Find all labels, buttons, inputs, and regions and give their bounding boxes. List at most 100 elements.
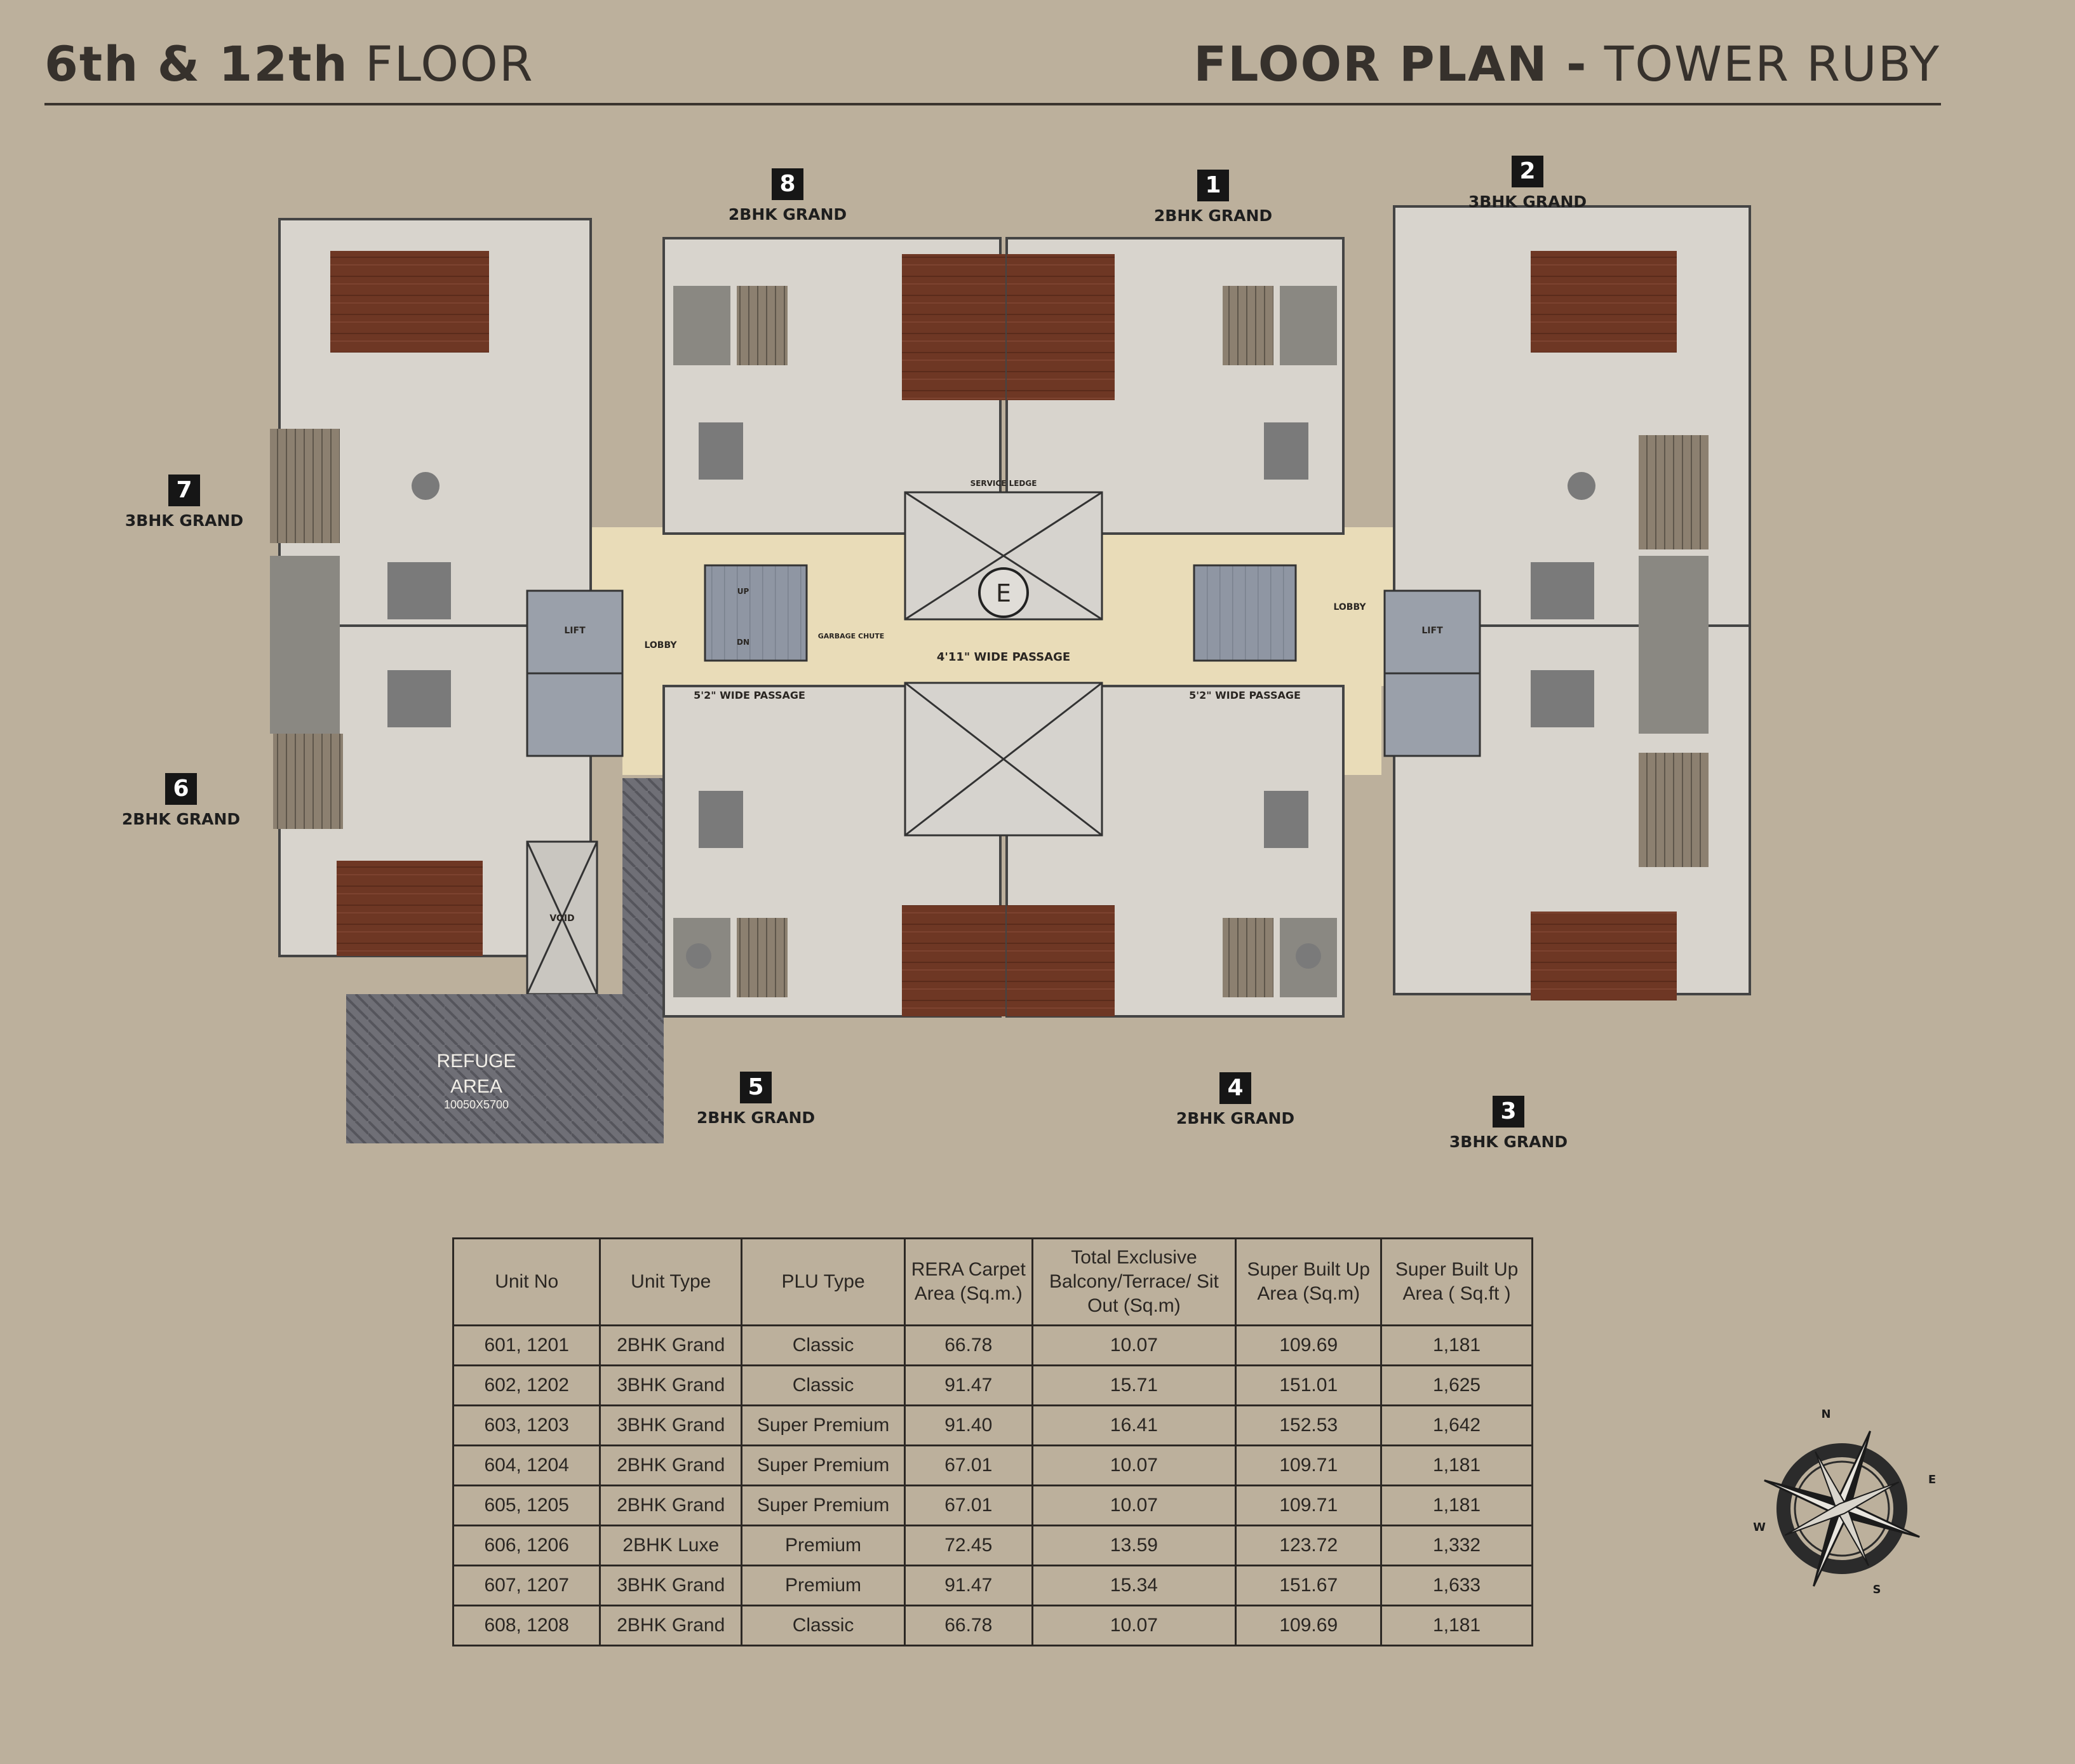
cell: 15.71 <box>1031 1364 1237 1406</box>
refuge-dim: 10050X5700 <box>444 1098 509 1111</box>
cell: 109.71 <box>1235 1444 1383 1486</box>
right-lift-label: LIFT <box>1421 626 1443 636</box>
unit-8-sloping-roof <box>737 286 788 365</box>
unit-label-7: 7 3BHK GRAND <box>114 475 254 530</box>
unit-type-7: 3BHK GRAND <box>124 511 244 530</box>
refuge-label-2: AREA <box>450 1076 502 1097</box>
unit-number-4: 4 <box>1219 1072 1251 1104</box>
floor-plan: 4'11" WIDE PASSAGE 5'2" WIDE PASSAGE 5'2… <box>122 156 1766 1153</box>
compass-west: W <box>1753 1521 1766 1534</box>
unit-5-bedroom-wood <box>902 905 1010 1016</box>
cell: 109.71 <box>1235 1485 1383 1526</box>
cell: 91.47 <box>903 1364 1033 1406</box>
unit-number-1: 1 <box>1197 170 1229 201</box>
center-passage-label: 4'11" WIDE PASSAGE <box>937 650 1070 664</box>
unit-type-4: 2BHK GRAND <box>1176 1109 1295 1128</box>
unit-6-bedroom-wood <box>337 861 483 956</box>
cell: 109.69 <box>1235 1324 1383 1366</box>
unit-8-bedroom-wood <box>902 254 1010 400</box>
cell: Classic <box>741 1324 906 1366</box>
cell: 2BHK Luxe <box>599 1525 743 1566</box>
furniture <box>387 422 1595 969</box>
unit-5-sloping-roof <box>737 918 788 997</box>
compass-rose-icon: N E S W <box>1753 1408 1936 1596</box>
unit-3-sitout <box>1639 657 1709 734</box>
unit-label-3: 3 3BHK GRAND <box>1439 1096 1578 1151</box>
cell: 3BHK Grand <box>599 1565 743 1606</box>
unit-3-sloping-roof <box>1639 753 1709 867</box>
cell: Premium <box>741 1525 906 1566</box>
cell: 2BHK Grand <box>599 1324 743 1366</box>
unit-number-8: 8 <box>772 168 803 200</box>
header-divider <box>44 103 1941 105</box>
unit-7-bedroom-wood <box>330 251 489 353</box>
unit-label-1: 1 2BHK GRAND <box>1143 170 1283 225</box>
unit-label-2: 2 3BHK GRAND <box>1458 156 1597 211</box>
refuge-label-1: REFUGE <box>436 1051 516 1072</box>
cell: 3BHK Grand <box>599 1364 743 1406</box>
cell: Premium <box>741 1565 906 1606</box>
left-passage-label: 5'2" WIDE PASSAGE <box>694 689 805 701</box>
cell: 151.01 <box>1235 1364 1383 1406</box>
unit-label-4: 4 2BHK GRAND <box>1165 1072 1305 1128</box>
unit-type-6: 2BHK GRAND <box>121 810 241 828</box>
col-plu-type: PLU Type <box>741 1237 906 1326</box>
cell: 1,181 <box>1380 1485 1533 1526</box>
cell: 603, 1203 <box>452 1404 601 1446</box>
refuge-area <box>346 994 664 1143</box>
cell: 1,181 <box>1380 1444 1533 1486</box>
cell: 607, 1207 <box>452 1565 601 1606</box>
stair-up-label: UP <box>737 587 749 596</box>
cell: Classic <box>741 1605 906 1646</box>
cell: Classic <box>741 1364 906 1406</box>
cell: 123.72 <box>1235 1525 1383 1566</box>
unit-4-sloping-roof <box>1223 918 1273 997</box>
cell: 1,625 <box>1380 1364 1533 1406</box>
cell: Super Premium <box>741 1404 906 1446</box>
unit-number-7: 7 <box>168 475 200 506</box>
cell: 67.01 <box>903 1444 1033 1486</box>
unit-number-5: 5 <box>740 1072 772 1103</box>
unit-2-bedroom-wood <box>1531 251 1677 353</box>
unit-type-2: 3BHK GRAND <box>1468 192 1587 211</box>
cell: 13.59 <box>1031 1525 1237 1566</box>
cell: 3BHK Grand <box>599 1404 743 1446</box>
cell: 604, 1204 <box>452 1444 601 1486</box>
col-rera-carpet: RERA Carpet Area (Sq.m.) <box>903 1237 1033 1326</box>
unit-1-sloping-roof <box>1223 286 1273 365</box>
cell: 91.40 <box>903 1404 1033 1446</box>
right-staircase <box>1193 564 1297 662</box>
cell: 1,642 <box>1380 1404 1533 1446</box>
unit-type-3: 3BHK GRAND <box>1449 1133 1568 1151</box>
unit-type-1: 2BHK GRAND <box>1153 206 1273 225</box>
unit-2-sloping-roof <box>1639 435 1709 549</box>
table-header-row: Unit No Unit Type PLU Type RERA Carpet A… <box>452 1237 1533 1326</box>
unit-type-5: 2BHK GRAND <box>696 1108 816 1127</box>
garbage-label: GARBAGE CHUTE <box>818 632 885 640</box>
void-label: VOID <box>549 913 574 924</box>
cell: 1,181 <box>1380 1605 1533 1646</box>
col-unit-type: Unit Type <box>599 1237 743 1326</box>
compass-east: E <box>1928 1473 1936 1486</box>
exit-label: E <box>996 579 1011 607</box>
cell: 72.45 <box>903 1525 1033 1566</box>
cell: 601, 1201 <box>452 1324 601 1366</box>
refuge-strip <box>622 778 664 994</box>
unit-1-bedroom-wood <box>1007 254 1115 400</box>
plan-title: FLOOR PLAN - TOWER RUBY <box>1193 36 1940 92</box>
unit-3-bedroom-wood <box>1531 912 1677 1000</box>
unit-label-8: 8 2BHK GRAND <box>718 168 857 224</box>
cell: 15.34 <box>1031 1565 1237 1606</box>
unit-label-5: 5 2BHK GRAND <box>686 1072 826 1127</box>
floor-plan-drawing: 4'11" WIDE PASSAGE 5'2" WIDE PASSAGE 5'2… <box>270 205 1751 1143</box>
cell: 1,181 <box>1380 1324 1533 1366</box>
right-lift-1 <box>1383 589 1481 675</box>
col-unit-no: Unit No <box>452 1237 601 1326</box>
